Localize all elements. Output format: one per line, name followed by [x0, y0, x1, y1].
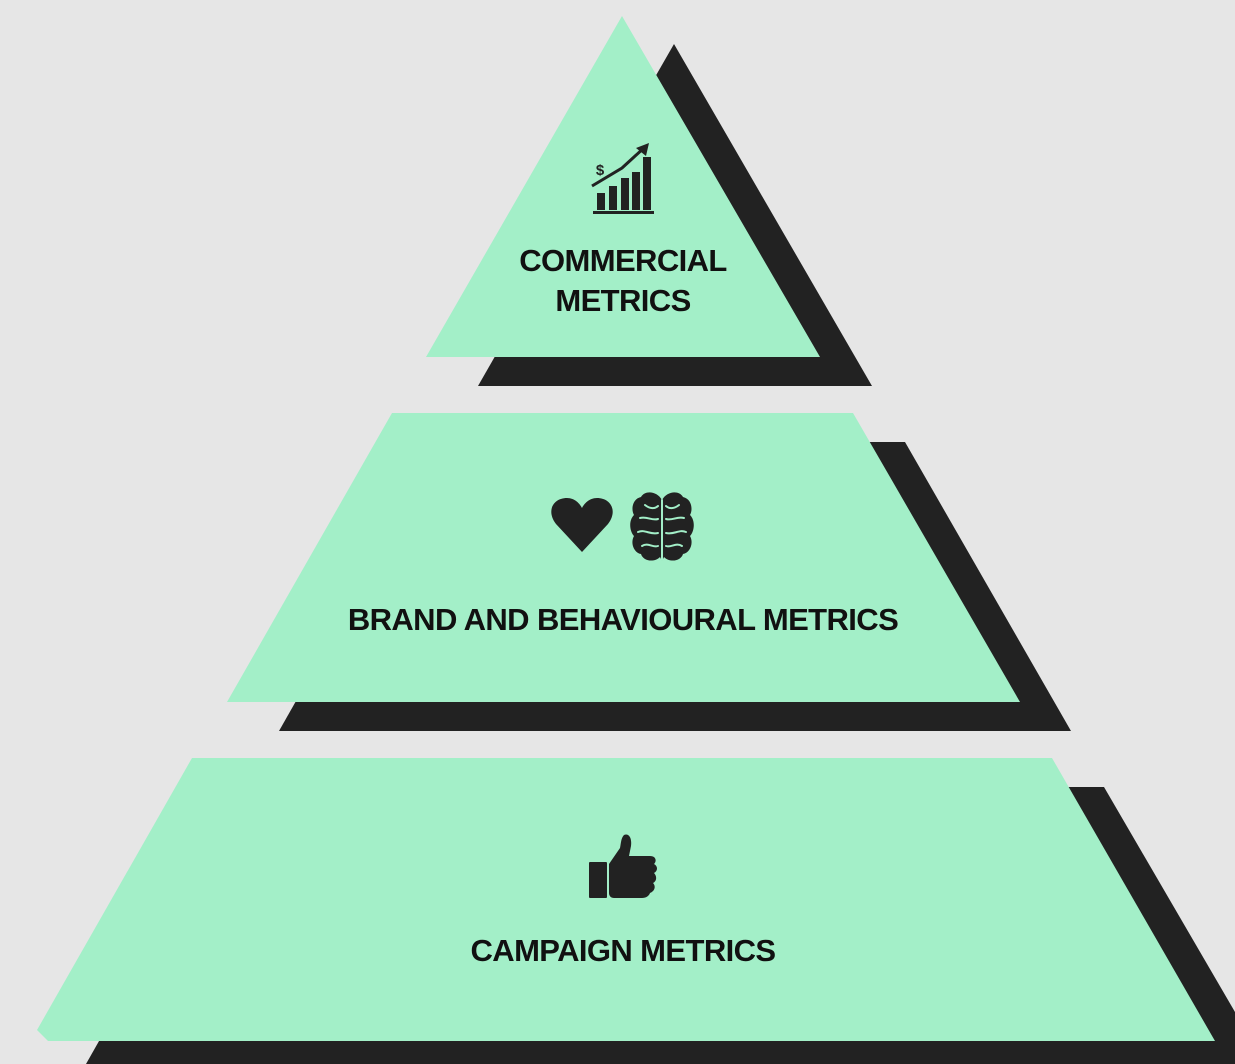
svg-text:$: $ [596, 162, 605, 179]
tier-campaign: CAMPAIGN METRICS [37, 758, 1235, 1064]
tier-commercial: $ COMMERCIAL METRICS [426, 16, 872, 386]
tier-commercial-label-line1: COMMERCIAL [519, 243, 727, 278]
tier-brand-behavioural-shape [227, 413, 1020, 702]
tier-commercial-label-line2: METRICS [555, 283, 690, 318]
heart-icon [551, 498, 613, 552]
revenue-growth-chart-icon: $ [591, 143, 654, 214]
brain-icon [630, 492, 694, 561]
tier-campaign-label: CAMPAIGN METRICS [471, 933, 776, 968]
tier-campaign-shape [37, 758, 1215, 1041]
tier-brand-behavioural-label: BRAND AND BEHAVIOURAL METRICS [348, 602, 898, 637]
tier-brand-behavioural: BRAND AND BEHAVIOURAL METRICS [227, 413, 1071, 731]
thumbs-up-icon [589, 834, 657, 898]
